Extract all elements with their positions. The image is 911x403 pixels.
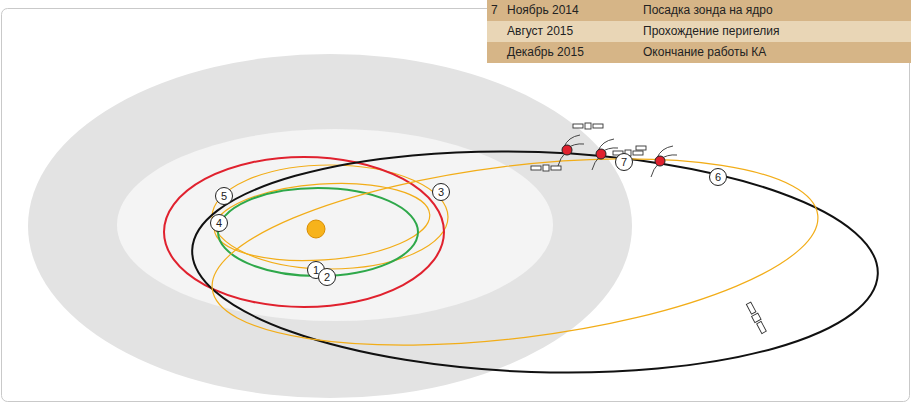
table-cell: 7 [491, 3, 498, 17]
callout-number: 5 [215, 187, 233, 205]
table-row [487, 0, 911, 21]
orbit-comet [188, 140, 881, 384]
sun [307, 220, 325, 238]
frame [2, 9, 910, 402]
spacecraft [531, 123, 767, 334]
orbit-spacecraft [202, 129, 828, 374]
callout-number: 7 [615, 153, 633, 171]
callout-number: 4 [210, 214, 228, 232]
table-cell: Прохождение перигелия [643, 24, 779, 38]
comet-nucleus [562, 145, 665, 166]
inner-zone [117, 129, 553, 321]
comet-tails [558, 135, 677, 177]
table-cell: Август 2015 [507, 24, 573, 38]
table-cell: Ноябрь 2014 [507, 3, 579, 17]
table-row [487, 21, 911, 42]
callout-number: 2 [318, 268, 336, 286]
table-cell: Окончание работы КА [643, 45, 766, 59]
table-cell: Посадка зонда на ядро [643, 3, 773, 17]
callout-number: 3 [432, 183, 450, 201]
table-cell: Декабрь 2015 [507, 45, 584, 59]
table-row [487, 42, 911, 63]
outer-zone [28, 54, 632, 398]
orbit-orange [212, 177, 433, 268]
callout-number: 6 [709, 168, 727, 186]
orbit-mars [164, 157, 444, 307]
